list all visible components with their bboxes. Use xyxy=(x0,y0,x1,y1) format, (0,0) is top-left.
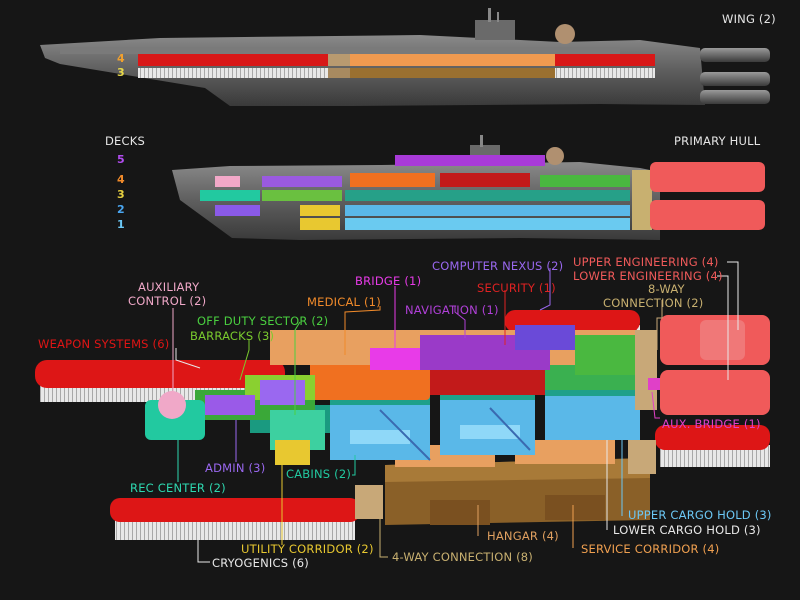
wing-deck-4: 4 xyxy=(117,52,125,65)
weapons-right xyxy=(655,425,770,467)
label-barracks: BARRACKS (3) xyxy=(190,329,275,343)
engineering-block xyxy=(660,315,770,415)
label-upper-engineering: UPPER ENGINEERING (4) xyxy=(573,255,719,269)
label-connection: CONNECTION (2) xyxy=(603,296,704,310)
label-lower-engineering: LOWER ENGINEERING (4) xyxy=(573,269,723,283)
wing-deck-3: 3 xyxy=(117,66,125,79)
exploded-view xyxy=(35,310,770,540)
aux-control-cylinder xyxy=(158,391,186,419)
wing-tower xyxy=(475,20,515,40)
hull-engineering-upper xyxy=(650,162,765,192)
label-4-way: 4-WAY CONNECTION (8) xyxy=(392,550,533,564)
label-upper-cargo: UPPER CARGO HOLD (3) xyxy=(628,508,772,522)
wing-dome xyxy=(555,24,575,44)
wing-service-upper xyxy=(350,54,555,66)
deck-1: 1 xyxy=(117,218,125,231)
deck-4: 4 xyxy=(117,173,125,186)
label-navigation: NAVIGATION (1) xyxy=(405,303,499,317)
leader-lines xyxy=(172,261,739,563)
wing-engines xyxy=(700,48,770,104)
wing-connection xyxy=(328,54,350,66)
label-computer-nexus: COMPUTER NEXUS (2) xyxy=(432,259,564,273)
label-rec-center: REC CENTER (2) xyxy=(130,481,226,495)
label-cabins: CABINS (2) xyxy=(286,467,352,481)
deck-5: 5 xyxy=(117,153,125,166)
utility-block xyxy=(275,440,310,465)
computer-nexus-block xyxy=(515,325,575,350)
deck-3: 3 xyxy=(117,188,125,201)
wing-weapons-upper xyxy=(138,54,328,66)
wing-cryo xyxy=(138,68,328,78)
label-utility-corridor: UTILITY CORRIDOR (2) xyxy=(241,542,374,556)
weapons-bottom-left xyxy=(110,498,360,540)
label-aux-bridge: AUX. BRIDGE (1) xyxy=(662,417,761,431)
mid-green xyxy=(575,335,635,375)
label-lower-cargo: LOWER CARGO HOLD (3) xyxy=(613,523,761,537)
admin-block xyxy=(205,395,255,415)
label-medical: MEDICAL (1) xyxy=(307,295,381,309)
aux-bridge-block xyxy=(648,378,660,390)
label-control: CONTROL (2) xyxy=(128,294,207,308)
label-cryogenics: CRYOGENICS (6) xyxy=(212,556,309,570)
label-service-corridor: SERVICE CORRIDOR (4) xyxy=(581,542,720,556)
label-bridge: BRIDGE (1) xyxy=(355,274,422,288)
bridge-block xyxy=(370,348,420,370)
wing-hangar xyxy=(350,68,555,78)
label-weapon-systems: WEAPON SYSTEMS (6) xyxy=(38,337,170,351)
label-off-duty: OFF DUTY SECTOR (2) xyxy=(197,314,329,328)
wing-header: WING (2) xyxy=(722,12,776,26)
label-admin: ADMIN (3) xyxy=(205,461,266,475)
hull-engineering-lower xyxy=(650,200,765,230)
primary-hull-header: PRIMARY HULL xyxy=(674,134,761,148)
admin-block-2 xyxy=(260,380,305,405)
eight-way-connector xyxy=(635,330,657,410)
label-security: SECURITY (1) xyxy=(477,281,556,295)
label-auxiliary: AUXILIARY xyxy=(138,280,200,294)
label-8-way: 8-WAY xyxy=(648,282,685,296)
hangar-block xyxy=(385,440,650,525)
wing-section xyxy=(40,8,770,106)
label-hangar: HANGAR (4) xyxy=(487,529,559,543)
deck5-strip xyxy=(395,155,545,166)
decks-header: DECKS xyxy=(105,134,145,148)
deck-2: 2 xyxy=(117,203,125,216)
connector-bottom xyxy=(355,485,383,519)
primary-hull-section xyxy=(172,135,765,240)
